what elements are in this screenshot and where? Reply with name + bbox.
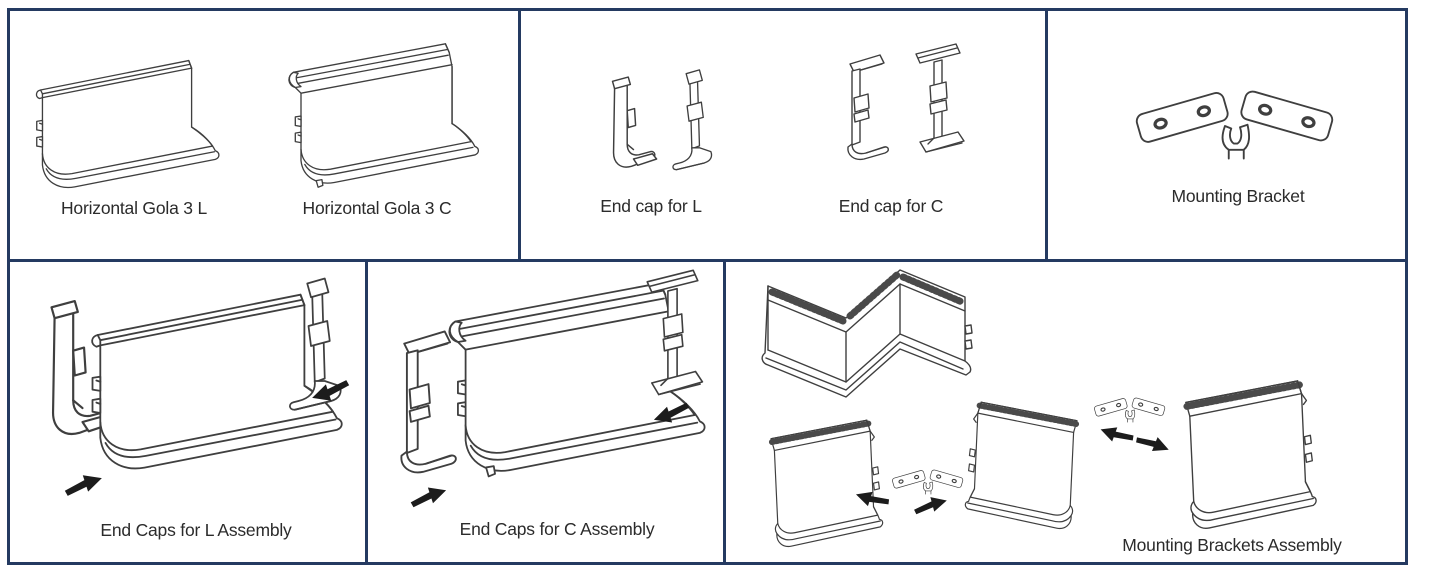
assembly-c-arrow-left — [408, 482, 449, 510]
bracket-2-arrow-left — [1098, 422, 1136, 448]
bracket-2-arrow-right — [1134, 430, 1172, 457]
caption-endcap-c: End cap for C — [838, 196, 944, 216]
caption-gola-c: Horizontal Gola 3 C — [302, 198, 452, 218]
assembled-corner-profile — [761, 269, 973, 398]
exploded-left-segment — [771, 420, 883, 546]
caption-assembly-brackets: Mounting Brackets Assembly — [1122, 535, 1342, 555]
mounting-bracket-drawing — [1133, 88, 1336, 161]
exploded-right-segment — [1186, 381, 1316, 528]
assembly-c-left-cap — [400, 330, 457, 474]
caption-endcap-l: End cap for L — [600, 196, 702, 216]
exploded-middle-segment — [965, 402, 1077, 528]
gola-c-drawing — [288, 43, 480, 188]
exploded-bracket-2 — [1093, 396, 1167, 423]
assembly-l-profile — [91, 293, 343, 470]
exploded-bracket-1 — [891, 468, 965, 495]
endcap-l-right-drawing — [672, 69, 713, 171]
endcap-c-right-drawing — [915, 43, 965, 153]
caption-assembly-c: End Caps for C Assembly — [459, 519, 655, 539]
caption-assembly-l: End Caps for L Assembly — [100, 520, 292, 540]
gola-l-drawing — [35, 59, 220, 189]
caption-gola-l: Horizontal Gola 3 L — [60, 198, 207, 218]
caption-mounting-bracket: Mounting Bracket — [1171, 186, 1305, 206]
endcap-c-left-drawing — [847, 54, 889, 161]
assembly-l-arrow-left — [62, 469, 105, 499]
endcap-l-left-drawing — [611, 76, 658, 168]
bracket-1-arrow-right — [912, 493, 949, 517]
